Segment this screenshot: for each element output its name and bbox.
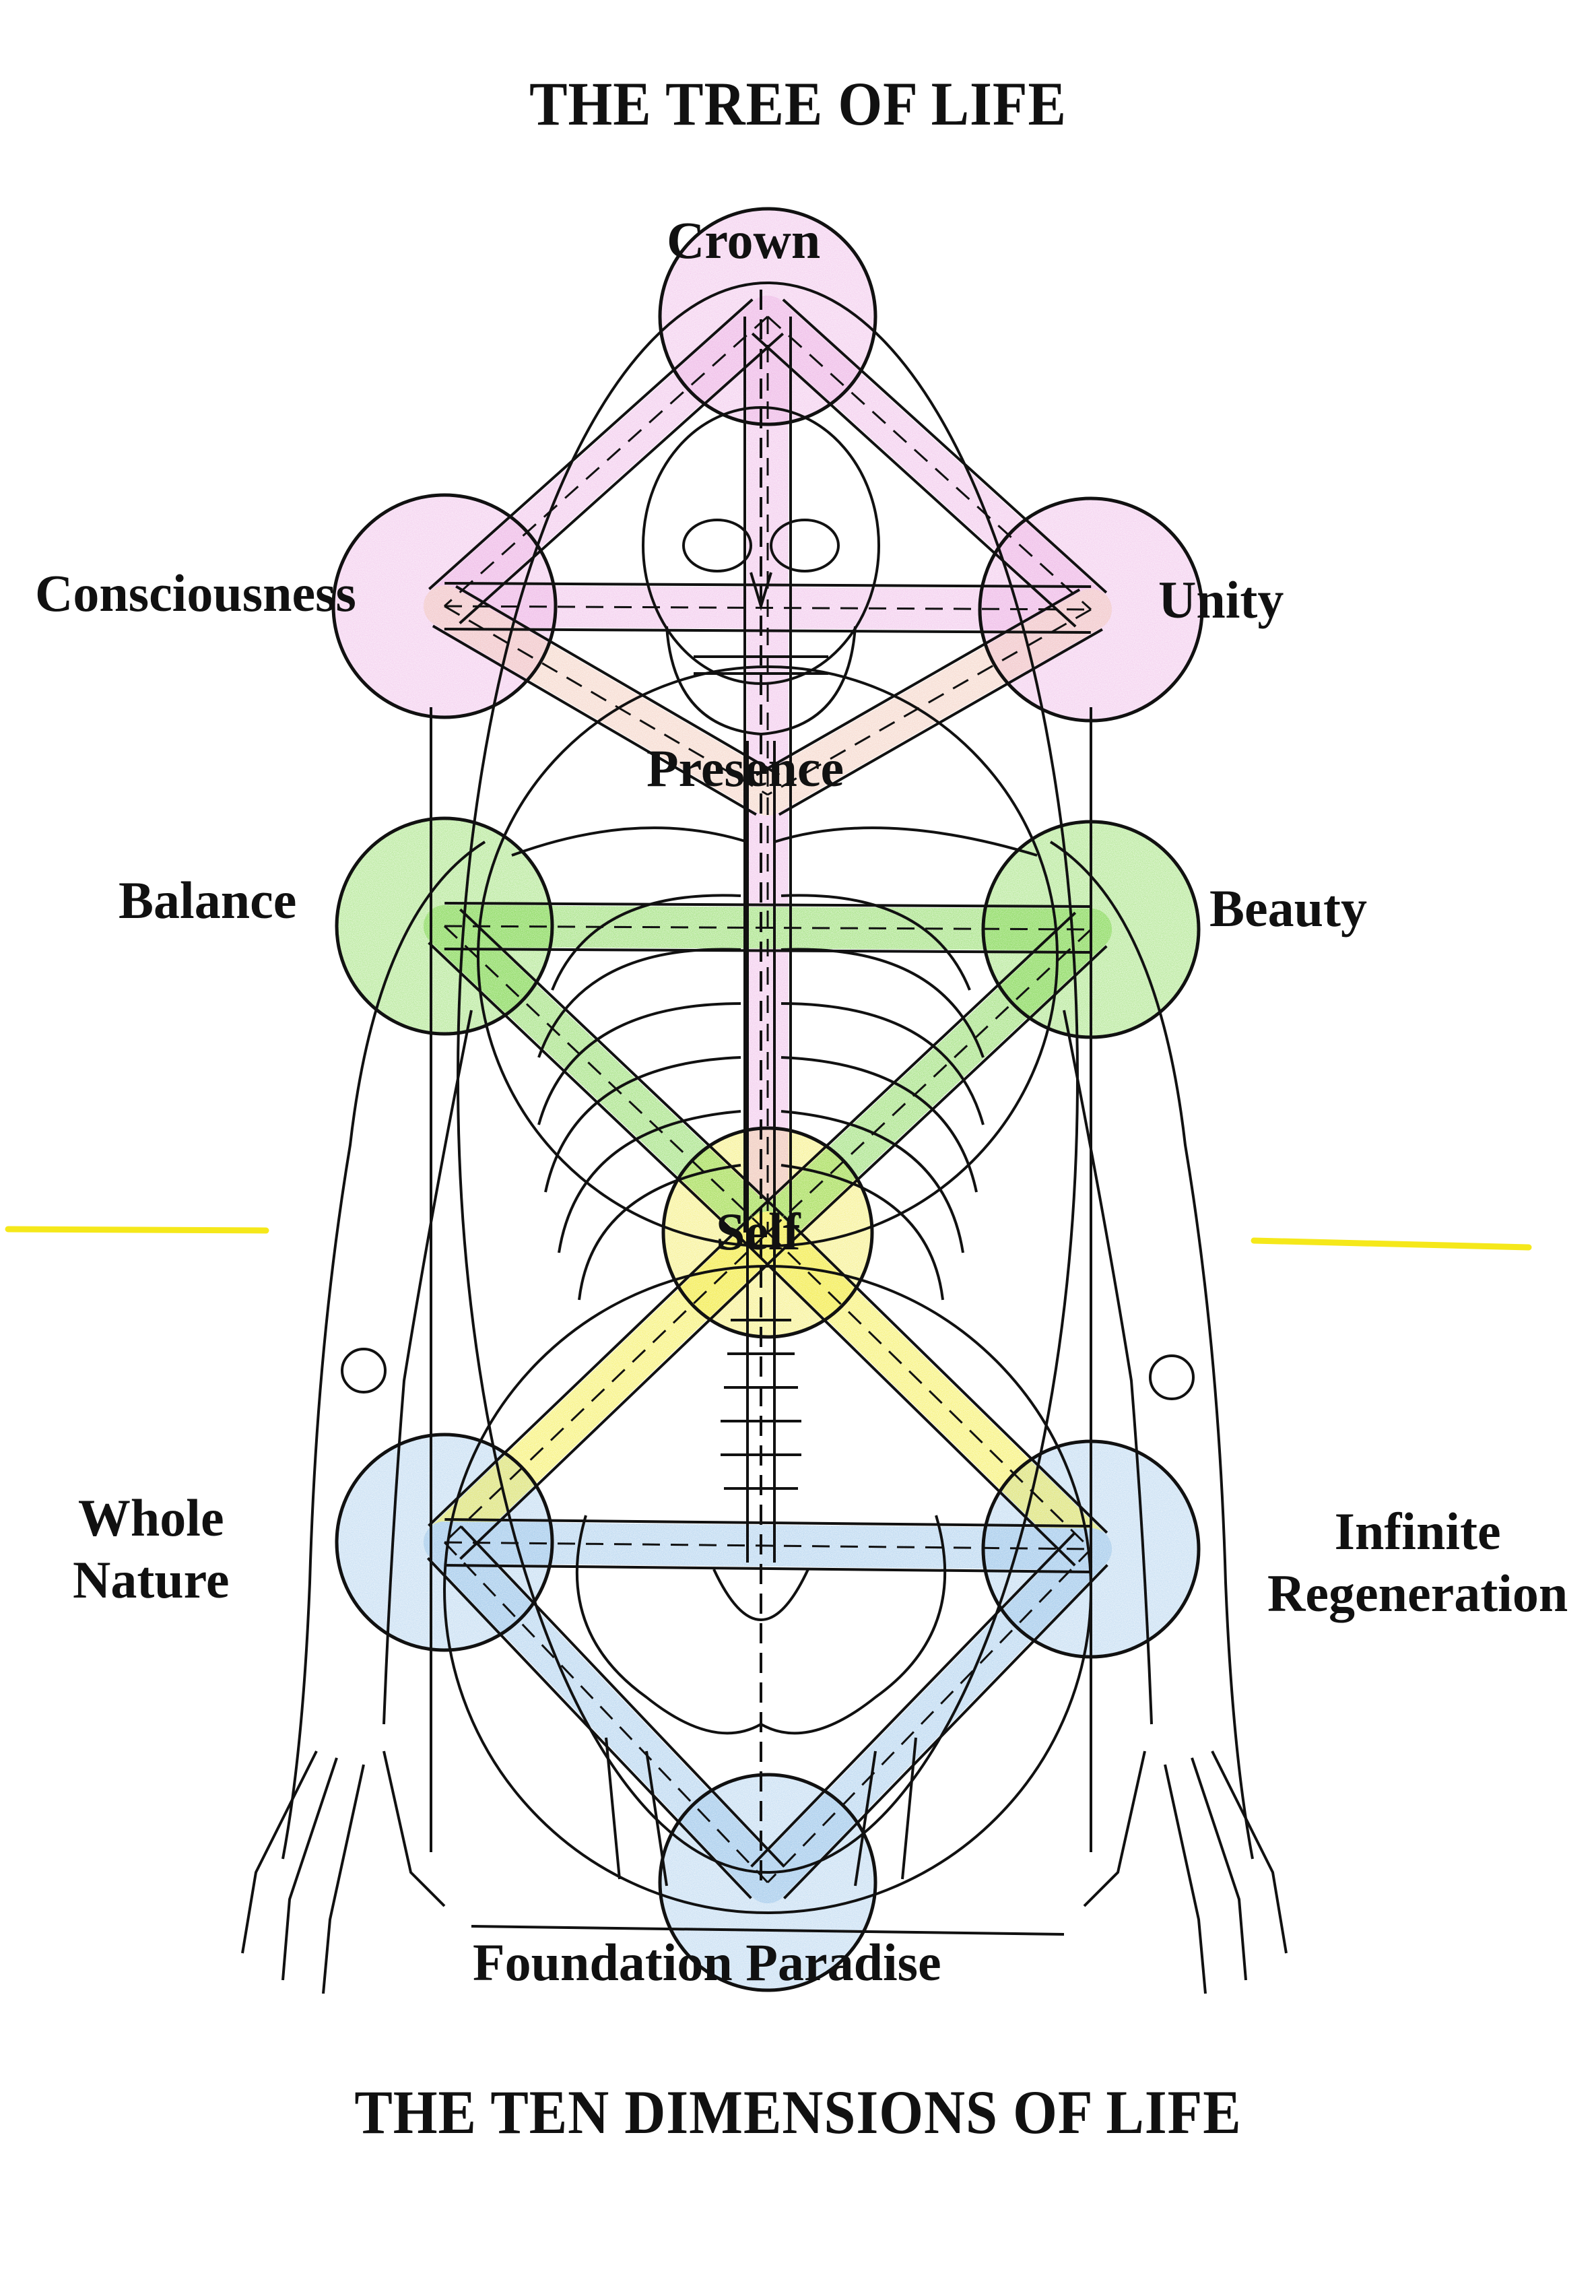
sephirot-rings [331,207,1204,1992]
path-centerline [766,1231,1092,1550]
path-edge [444,1563,1091,1573]
path-edge [426,1557,752,1899]
node-label-line: Nature [73,1550,230,1610]
node-ring-balance [335,816,554,1036]
clavicles [511,826,1038,857]
page-title: THE TREE OF LIFE [529,69,1067,138]
path-centerline [766,315,1092,611]
right-eye-socket [770,519,840,572]
path-edge [444,947,1091,954]
node-ring-crown [658,207,877,426]
right-arm-outline [1049,841,1254,1860]
path-edge [428,942,753,1251]
left-arm-outline [281,841,486,1860]
path-edge [432,624,757,816]
path-edge [460,1526,786,1868]
path-edge [756,588,1081,777]
left-eye-socket [682,519,752,572]
path-edge [782,298,1108,594]
path-edge [783,1564,1108,1900]
frame-bottom [471,1925,1065,1936]
spine [746,741,776,1563]
path-edge [428,1215,753,1527]
right-hand [1083,1750,1288,1994]
path-edge [750,1532,1076,1868]
node-ring-consciousness [331,493,558,719]
node-ring-beauty [981,820,1201,1039]
path-edge [778,628,1103,816]
node-label-beauty: Beauty [1209,879,1367,938]
path-edge [444,1518,1092,1528]
path-edge [444,902,1092,909]
path-edge [751,911,1077,1217]
node-ring-infinite-regeneration [981,1439,1201,1659]
path-centerline [443,925,769,1234]
path-edge [459,1248,785,1560]
right-arm-inner [1063,1010,1153,1725]
skeleton-figure [241,406,1288,1994]
path-edge [783,1215,1108,1534]
path-centerline [443,315,769,608]
right-elbow [1149,1354,1195,1400]
node-ring-self [661,1126,874,1339]
left-hand [241,1750,446,1994]
node-label-line: Regeneration [1267,1564,1568,1623]
right-yellow-marker [1251,1237,1532,1251]
node-label-infinite-regeneration: Infinite Regeneration [1267,1501,1568,1625]
node-ring-foundation-paradise [658,1773,877,1992]
path-edge [459,908,785,1217]
side-markers [5,1226,1532,1251]
ribcage [537,894,985,1301]
path-edge [455,585,780,777]
path-edge [751,332,1077,628]
node-label-foundation-paradise: Foundation Paradise [473,1933,941,1992]
node-label-consciousness: Consciousness [35,564,356,622]
node-label-self: Self [716,1202,801,1261]
path-centerline [766,1548,1092,1884]
node-label-balance: Balance [119,871,297,929]
path-centerline [443,1541,769,1884]
node-label-crown: Crown [667,211,821,269]
node-label-line: Whole [77,1488,224,1547]
node-label-presence: Presence [646,739,844,797]
path-edge [459,332,785,624]
left-arm-inner [383,1010,473,1725]
node-label-line: Infinite [1334,1502,1501,1561]
path-edge [750,1247,1076,1567]
node-label-whole-nature: Whole Nature [73,1487,230,1611]
outer-arch [457,282,1079,1874]
path-centerline [767,608,1092,796]
node-ring-unity [978,496,1204,723]
left-elbow [341,1348,387,1393]
path-edge [782,945,1108,1251]
path-centerline [443,1231,769,1544]
path-edge [428,298,754,591]
path-centerline [766,928,1092,1234]
path-centerline [444,605,768,796]
node-label-unity: Unity [1158,570,1284,629]
page-subtitle: THE TEN DIMENSIONS OF LIFE [354,2078,1242,2146]
left-yellow-marker [5,1226,269,1234]
sacrum [712,1569,809,1621]
node-ring-whole-nature [335,1433,554,1652]
